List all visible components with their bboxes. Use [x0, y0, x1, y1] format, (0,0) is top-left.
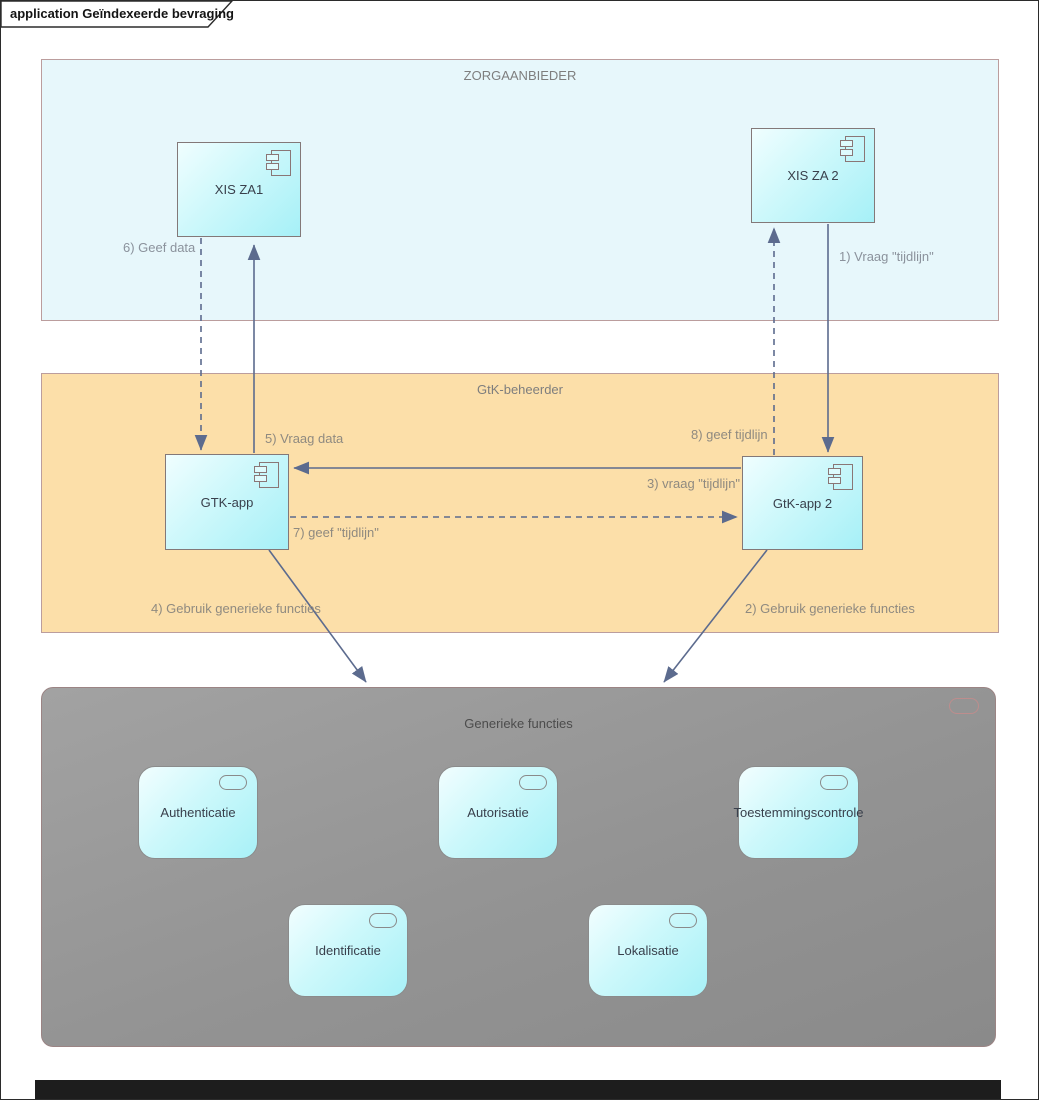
component-xis-za1[interactable]: XIS ZA1	[177, 142, 301, 237]
zone-generieke-functies[interactable]: Generieke functies	[41, 687, 996, 1047]
component-icon	[254, 462, 279, 488]
rounded-rect-icon	[820, 775, 848, 790]
zone-generieke-functies-label: Generieke functies	[464, 716, 573, 731]
rounded-rect-icon	[669, 913, 697, 928]
function-toestemmingscontrole-label: Toestemmingscontrole	[733, 805, 864, 820]
component-xis-za2-label: XIS ZA 2	[787, 168, 839, 183]
component-xis-za1-label: XIS ZA1	[214, 182, 264, 197]
component-xis-za2[interactable]: XIS ZA 2	[751, 128, 875, 223]
function-lokalisatie-label: Lokalisatie	[617, 943, 679, 958]
component-gtk-app[interactable]: GTK-app	[165, 454, 289, 550]
function-identificatie-label: Identificatie	[315, 943, 381, 958]
component-gtk-app-2-label: GtK-app 2	[772, 495, 833, 511]
component-icon	[840, 136, 865, 162]
flow-label-5: 5) Vraag data	[265, 431, 344, 446]
bottom-dark-bar	[35, 1080, 1001, 1099]
zone-zorgaanbieder-label: ZORGAANBIEDER	[463, 68, 577, 83]
component-icon	[266, 150, 291, 176]
flow-label-1: 1) Vraag "tijdlijn"	[839, 249, 934, 264]
function-identificatie[interactable]: Identificatie	[288, 904, 408, 997]
zone-gtk-beheerder-label: GtK-beheerder	[477, 382, 563, 397]
title-tab-shape	[1, 1, 233, 28]
component-gtk-app-2[interactable]: GtK-app 2	[742, 456, 863, 550]
component-icon	[828, 464, 853, 490]
flow-label-7: 7) geef "tijdlijn"	[293, 525, 379, 540]
flow-label-6: 6) Geef data	[123, 240, 196, 255]
rounded-rect-icon	[219, 775, 247, 790]
diagram-title-tab: application Geïndexeerde bevraging	[1, 1, 241, 31]
flow-label-3: 3) vraag "tijdlijn"	[647, 476, 741, 491]
component-gtk-app-label: GTK-app	[200, 494, 254, 510]
flow-label-4: 4) Gebruik generieke functies	[151, 601, 321, 616]
function-authenticatie-label: Authenticatie	[160, 805, 236, 820]
rounded-rect-icon	[949, 698, 979, 714]
function-autorisatie[interactable]: Autorisatie	[438, 766, 558, 859]
diagram-title: application Geïndexeerde bevraging	[10, 6, 234, 21]
function-autorisatie-label: Autorisatie	[467, 805, 529, 820]
flow-label-8: 8) geef tijdlijn	[691, 427, 768, 442]
rounded-rect-icon	[369, 913, 397, 928]
function-lokalisatie[interactable]: Lokalisatie	[588, 904, 708, 997]
function-toestemmingscontrole[interactable]: Toestemmingscontrole	[733, 766, 864, 859]
flow-label-2: 2) Gebruik generieke functies	[745, 601, 915, 616]
rounded-rect-icon	[519, 775, 547, 790]
function-authenticatie[interactable]: Authenticatie	[138, 766, 258, 859]
